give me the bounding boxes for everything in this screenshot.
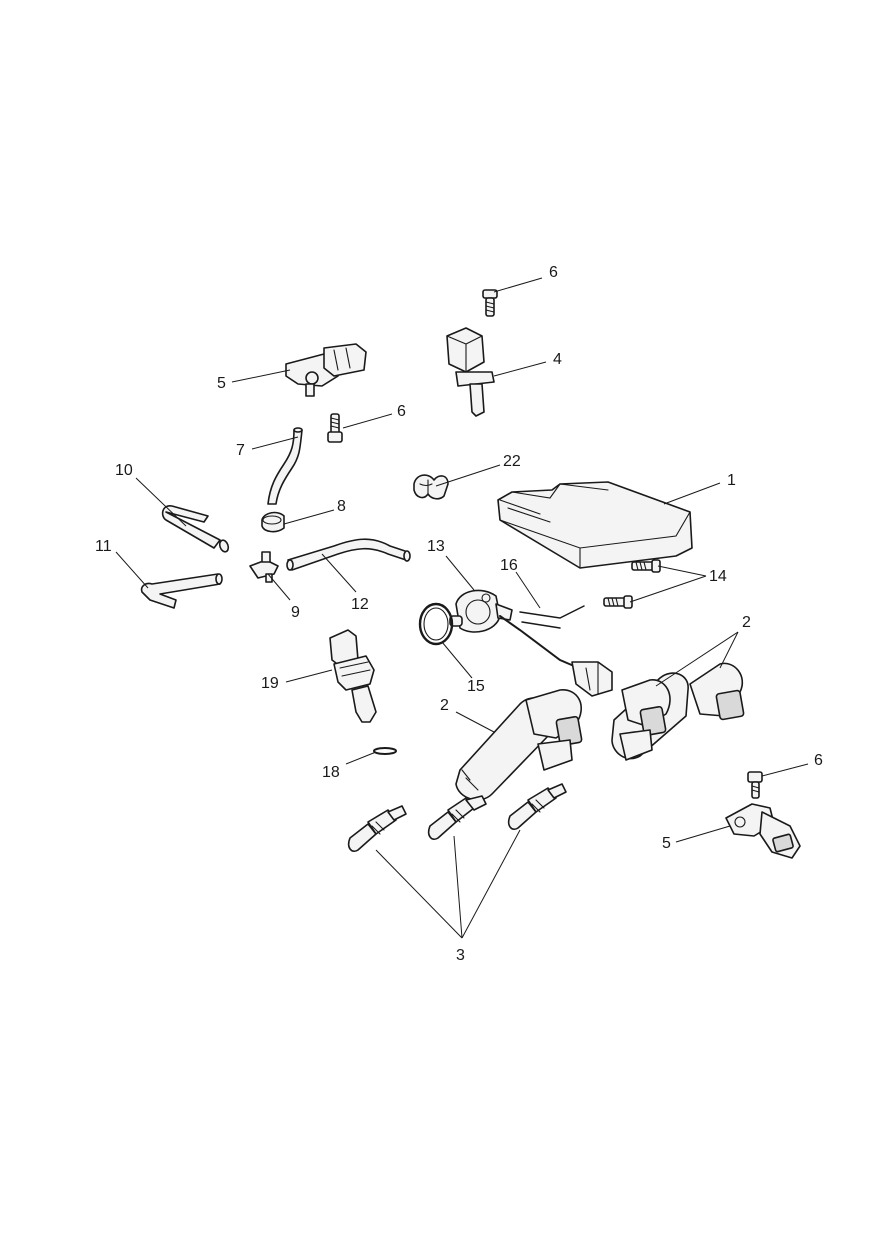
ignition-coil-part-2-b (611, 672, 689, 760)
callout-14: 14 (709, 568, 727, 585)
callout-12: 12 (351, 596, 369, 613)
callout-15: 15 (467, 678, 485, 695)
tee-fitting-part-9 (249, 551, 279, 583)
wire-loom-part-16 (499, 605, 613, 697)
map-sensor-part-5-top (285, 343, 367, 397)
small-o-ring-part-18 (373, 747, 397, 755)
callout-2-right: 2 (742, 614, 751, 631)
callout-7: 7 (236, 442, 245, 459)
bolts-part-14 (603, 559, 661, 609)
spark-plug-part-3-c (507, 783, 567, 831)
hose-part-12 (286, 538, 411, 571)
temp-sensor-part-19 (329, 629, 377, 723)
callout-1: 1 (727, 472, 736, 489)
callout-3: 3 (456, 947, 465, 964)
o-ring-part-15 (418, 602, 454, 646)
callout-5-top: 5 (217, 375, 226, 392)
callout-11: 11 (95, 538, 112, 555)
ignition-coil-part-2-a (455, 689, 583, 801)
sensor-part-4 (446, 327, 495, 417)
ecu-part-1 (497, 481, 693, 569)
callout-19: 19 (261, 675, 279, 692)
pipe-part-10 (161, 505, 230, 553)
bolt-part-6-middle (327, 413, 343, 443)
bolt-part-6-top (482, 289, 498, 317)
callout-6-top: 6 (549, 264, 558, 281)
ignition-coil-part-2-c (619, 662, 745, 761)
callout-4: 4 (553, 351, 562, 368)
callout-6-middle: 6 (397, 403, 406, 420)
clip-part-8 (261, 511, 285, 533)
throttle-sensor-part-13 (449, 589, 513, 633)
callout-16: 16 (500, 557, 518, 574)
callout-2-left: 2 (440, 697, 449, 714)
clip-part-22 (413, 474, 449, 500)
tube-part-11 (140, 573, 223, 609)
callout-9: 9 (291, 604, 300, 621)
spark-plug-part-3-b (427, 795, 487, 841)
hose-part-7 (267, 427, 303, 505)
callout-5-lower: 5 (662, 835, 671, 852)
callout-22: 22 (503, 453, 521, 470)
spark-plug-part-3-a (347, 805, 407, 853)
callout-8: 8 (337, 498, 346, 515)
map-sensor-part-5-lower (725, 803, 801, 859)
callout-6-lower: 6 (814, 752, 823, 769)
callout-13: 13 (427, 538, 445, 555)
leader-lines (115, 277, 809, 939)
callout-10: 10 (115, 462, 133, 479)
bolt-part-6-lower (747, 771, 763, 799)
callout-labels: 6 4 5 6 7 22 1 10 8 11 13 16 14 9 12 2 1… (95, 264, 823, 964)
callout-18: 18 (322, 764, 340, 781)
